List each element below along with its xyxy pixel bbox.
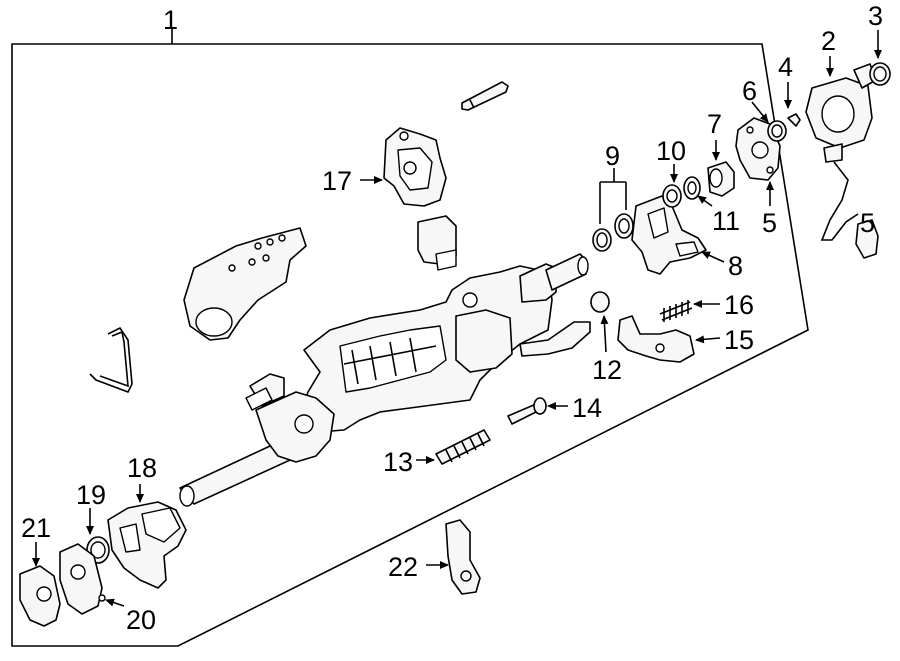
leader-20: [105, 598, 125, 607]
part-14-bolt: [507, 397, 547, 425]
part-3-ring: [869, 62, 891, 86]
part-16-spring: [659, 300, 693, 322]
callout-13: 13: [383, 447, 413, 477]
part-9-seals: [592, 213, 634, 252]
callout-7: 7: [707, 109, 722, 139]
leader-15: [695, 335, 721, 344]
part-6-ring: [767, 120, 787, 142]
callout-4: 4: [778, 52, 793, 82]
callout-2: 2: [821, 26, 836, 56]
leader-12: [600, 315, 609, 353]
part-22-bracket: [445, 519, 481, 595]
callout-9: 9: [605, 141, 620, 171]
callout-1: 1: [163, 5, 178, 35]
callout-6: 6: [742, 76, 757, 106]
callout-14: 14: [572, 393, 602, 423]
part-15-bracket: [617, 315, 695, 363]
part-column-shroud: [183, 227, 307, 341]
leader-9: [599, 168, 627, 224]
callout-8: 8: [728, 251, 743, 281]
part-pin-top: [461, 81, 509, 111]
callout-5: 5: [762, 208, 777, 238]
callout-15a: 5: [860, 208, 875, 238]
callout-19: 19: [76, 480, 106, 510]
callout-22: 22: [388, 552, 418, 582]
callout-16: 16: [724, 290, 754, 320]
assembly-boundary: [11, 43, 809, 647]
callout-11: 11: [712, 206, 740, 236]
part-wire-clip: [89, 326, 133, 394]
part-2-clockspring: [805, 63, 879, 259]
callout-17: 17: [322, 166, 352, 196]
part-21-plate: [19, 565, 61, 627]
callout-20: 20: [126, 605, 156, 635]
callout-15: 15: [724, 325, 754, 355]
part-12-cap: [590, 291, 610, 313]
part-7-gear: [707, 161, 735, 197]
part-column-housing: [299, 253, 591, 433]
leader-8: [701, 251, 725, 263]
callout-3: 3: [868, 1, 883, 31]
part-18-switch: [107, 501, 187, 589]
part-4-clip: [787, 113, 801, 127]
callout-12: 12: [592, 355, 622, 385]
callout-18: 18: [127, 453, 157, 483]
part-8-bracket: [631, 195, 707, 275]
part-11-ring: [683, 176, 701, 200]
part-lower-shaft: [179, 373, 335, 507]
leader-11: [697, 195, 713, 207]
part-13-spring: [435, 429, 491, 465]
part-17-bracket: [383, 127, 447, 207]
part-switch-block: [417, 215, 457, 271]
callout-21: 21: [21, 513, 51, 543]
callout-10: 10: [656, 136, 686, 166]
leader-6: [751, 101, 769, 123]
part-20-housing: [59, 543, 106, 615]
part-10-bearing: [662, 184, 682, 208]
